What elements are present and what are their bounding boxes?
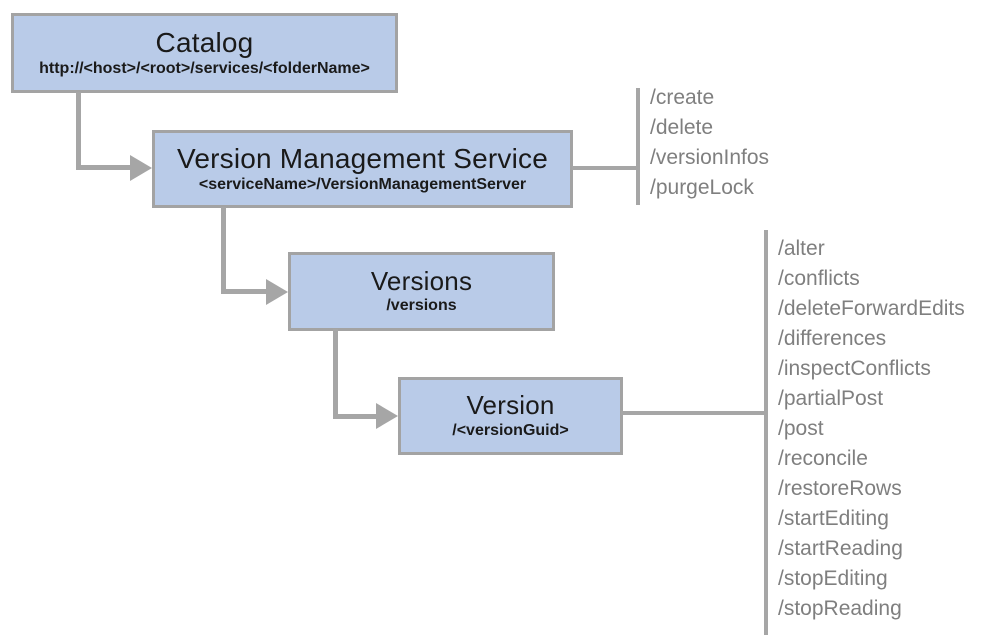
node-version-management-service-subtitle: <serviceName>/VersionManagementServer xyxy=(198,176,527,194)
operation-label: /startEditing xyxy=(778,507,889,530)
arrowhead-icon xyxy=(266,279,288,305)
operation-label: /reconcile xyxy=(778,447,868,470)
connector-catalog-vms-vertical-line xyxy=(76,92,81,170)
operation-label: /inspectConflicts xyxy=(778,357,931,380)
version-operations-list: /alter/conflicts/deleteForwardEdits/diff… xyxy=(778,234,965,624)
node-version-management-service: Version Management Service <serviceName>… xyxy=(152,130,573,208)
node-catalog: Catalog http://<host>/<root>/services/<f… xyxy=(11,13,398,93)
connector-versions-version-vertical-line xyxy=(333,329,338,419)
operation-label: /post xyxy=(778,417,824,440)
operation-label: /stopEditing xyxy=(778,567,888,590)
version-operations-bracket-line xyxy=(764,230,768,635)
connector-catalog-vms-horizontal-line xyxy=(76,165,134,170)
operation-label: /conflicts xyxy=(778,267,860,290)
operation-label: /versionInfos xyxy=(650,146,770,169)
vms-operations-bracket-line xyxy=(636,88,640,205)
operation-label: /alter xyxy=(778,237,825,260)
node-version: Version /<versionGuid> xyxy=(398,377,623,455)
node-version-title: Version xyxy=(466,390,555,421)
operation-label: /partialPost xyxy=(778,387,884,410)
operation-label: /delete xyxy=(650,116,714,139)
arrowhead-icon xyxy=(130,155,152,181)
arrowhead-icon xyxy=(376,403,398,429)
operation-label: /differences xyxy=(778,327,887,350)
operation-label: /restoreRows xyxy=(778,477,902,500)
node-catalog-subtitle: http://<host>/<root>/services/<folderNam… xyxy=(39,60,370,78)
version-operations-connector-line xyxy=(621,411,766,415)
connector-versions-version-horizontal-line xyxy=(333,414,378,419)
operation-label: /create xyxy=(650,86,715,109)
operation-label: /purgeLock xyxy=(650,176,754,199)
node-versions-title: Versions xyxy=(370,265,473,296)
connector-vms-versions-vertical-line xyxy=(221,207,226,294)
node-catalog-title: Catalog xyxy=(155,26,254,58)
node-versions: Versions /versions xyxy=(288,252,555,331)
operation-label: /stopReading xyxy=(778,597,902,620)
node-version-subtitle: /<versionGuid> xyxy=(452,421,569,439)
vms-operations-connector-line xyxy=(572,166,638,170)
vms-operations-list: /create/delete/versionInfos/purgeLock xyxy=(650,83,769,203)
operation-label: /startReading xyxy=(778,537,903,560)
node-version-management-service-title: Version Management Service xyxy=(177,142,548,174)
node-versions-subtitle: /versions xyxy=(386,297,457,315)
operation-label: /deleteForwardEdits xyxy=(778,297,965,320)
connector-vms-versions-horizontal-line xyxy=(221,289,270,294)
